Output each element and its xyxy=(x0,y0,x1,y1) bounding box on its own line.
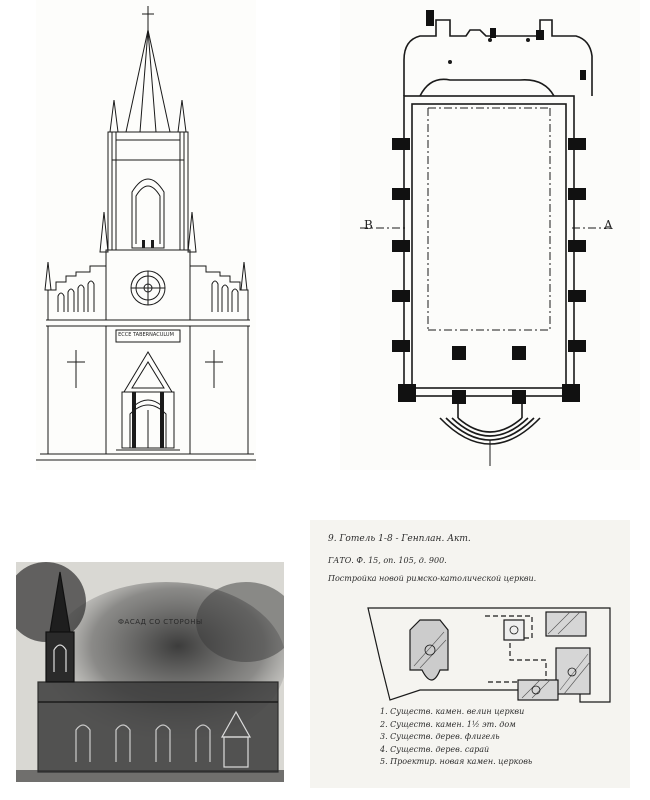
archival-photo-svg xyxy=(16,562,284,782)
legend-item: 4. Существ. дерев. сарай xyxy=(380,744,490,754)
site-plan-heading: 9. Готель 1-8 - Генплан. Акт. xyxy=(328,534,471,544)
facade-plaque xyxy=(115,329,181,343)
left-wall-cross xyxy=(67,350,85,388)
tower-lancet-window xyxy=(131,178,165,249)
spire xyxy=(125,29,171,133)
archival-photo-facade: ФАСАД СО СТОРОНЫ xyxy=(16,562,284,782)
site-plan-subtitle: Постройка новой римско-католической церк… xyxy=(328,574,537,583)
apse-outline xyxy=(403,19,593,96)
legend-item: 3. Существ. дерев. флигель xyxy=(380,732,500,741)
floor-plan-svg xyxy=(360,10,610,466)
photo-caption: ФАСАД СО СТОРОНЫ xyxy=(118,618,203,626)
facade-plaque-text: ECCE TABERNACULUM xyxy=(118,332,174,338)
facade-elevation-drawing: ECCE TABERNACULUM xyxy=(36,0,256,470)
nave-walls xyxy=(403,95,575,397)
site-plan-legend: 1. Существ. камен. велин церкви 2. Сущес… xyxy=(380,706,532,769)
section-label-left: B xyxy=(364,218,373,232)
legend-item: 1. Существ. камен. велин церкви xyxy=(380,707,525,716)
right-gable xyxy=(189,265,249,320)
buttresses xyxy=(392,10,586,404)
section-label-right: A xyxy=(604,218,613,232)
church-footprint xyxy=(409,619,449,681)
facade-elevation-svg xyxy=(36,6,256,461)
left-gable xyxy=(47,265,107,320)
archive-reference: ГАТО. Ф. 15, оп. 105, д. 900. xyxy=(328,556,447,565)
right-wall-cross xyxy=(205,350,223,388)
planned-church-outline xyxy=(485,615,547,683)
floor-plan-drawing: B A xyxy=(340,0,640,470)
legend-item: 2. Существ. камен. 1½ эт. дом xyxy=(380,719,516,729)
site-plan-svg xyxy=(367,607,611,703)
site-plan-drawing: 9. Готель 1-8 - Генплан. Акт. ГАТО. Ф. 1… xyxy=(310,520,630,788)
legend-item: 5. Проектир. новая камен. церковь xyxy=(380,757,533,766)
portal-gable xyxy=(123,351,173,393)
bell-tower xyxy=(111,131,185,251)
